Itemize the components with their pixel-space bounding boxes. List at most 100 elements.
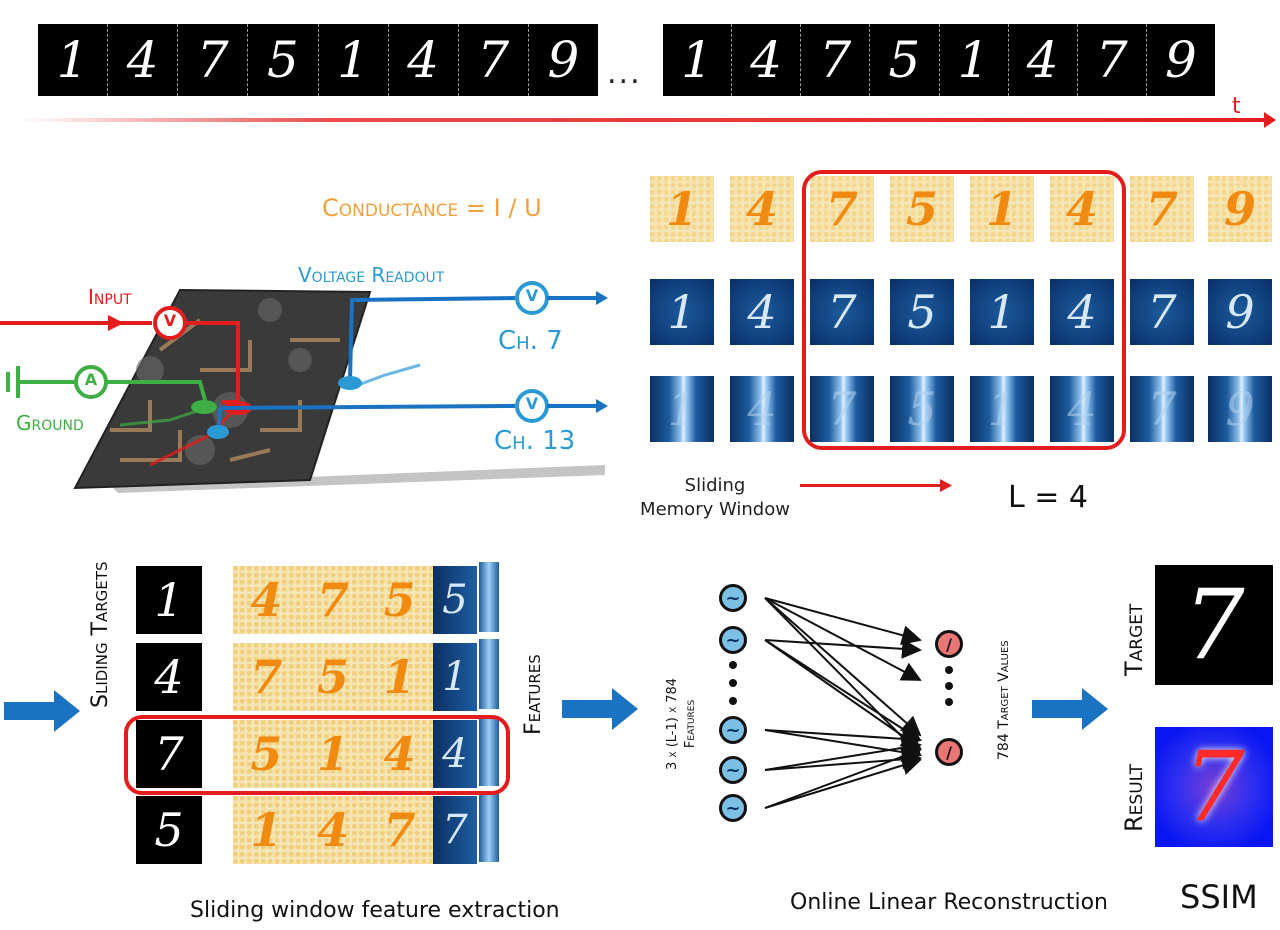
target-image: 7 [1155,565,1273,685]
input-neuron: ~ [719,794,747,822]
sequence-digit: 4 [732,24,802,96]
features-arrow [562,688,638,730]
feature-stripe-row [479,639,499,709]
features-label: Features [521,654,546,735]
sequence-digit: 4 [108,24,179,96]
memory-tile-voltage13: 5 [890,376,954,442]
input-neuron: ~ [719,626,747,654]
feature-digit: 1 [250,803,283,857]
memory-tile-voltage13: 1 [650,376,714,442]
memory-tile-conductance: 1 [970,176,1034,242]
network-connections [729,597,953,809]
memory-tile-voltage7: 5 [890,279,954,345]
sequence-digit: 5 [248,24,319,96]
memory-tile-voltage7: 9 [1208,279,1272,345]
sequence-digit: 4 [389,24,459,96]
feature-digit: 1 [383,650,416,704]
memory-tile-voltage7: 4 [1050,279,1114,345]
input-neuron: ~ [719,716,747,744]
feature-extraction-caption: Sliding window feature extraction [190,898,560,923]
sliding-window-arrow [800,479,952,492]
feature-digit: 5 [316,650,349,704]
device-plate [75,290,370,488]
conductance-label: Conductance = I / U [322,194,542,222]
output-neuron: / [935,738,963,766]
feature-voltage-row: 4 [433,720,477,788]
sequence-digit: 7 [178,24,249,96]
memory-tile-conductance: 4 [730,176,794,242]
sliding-targets-label: Sliding Targets [88,561,113,708]
sliding-target-image: 4 [136,643,202,711]
feature-digit: 5 [250,727,283,781]
window-length-label: L = 4 [1008,480,1089,515]
memory-window-frame [802,170,1126,450]
device-traces [110,318,340,462]
ch13-label: Ch. 13 [494,426,576,456]
ch7-label: Ch. 7 [498,326,563,356]
memory-tile-voltage13: 7 [810,376,874,442]
result-image: 7 [1155,727,1273,847]
ch13-voltmeter-symbol: V [525,394,539,413]
sequence-digit: 1 [940,24,1009,96]
sliding-memory-line1: Sliding [684,475,746,496]
memory-tile-voltage7: 7 [810,279,874,345]
sequence-digit: 9 [547,31,580,89]
sequence-digit: 5 [870,24,940,96]
feature-stripe-row [479,562,499,632]
voltage-readout-label: Voltage Readout [298,263,445,287]
feature-digit: 5 [383,573,416,627]
ch7-voltmeter-symbol: V [525,286,539,305]
output-neuron: / [935,630,963,658]
ammeter-symbol: A [84,370,98,389]
sliding-target-image: 7 [136,720,202,788]
input-label: Input [88,285,132,309]
memory-tile-voltage7: 1 [970,279,1034,345]
input-neuron: ~ [719,756,747,784]
network-output-label: 784 Target Values [996,640,1012,760]
input-neuron: ~ [719,584,747,612]
memory-tile-conductance: 5 [890,176,954,242]
feature-digit: 4 [383,727,416,781]
feature-stripe-row [479,716,499,786]
memory-tile-voltage7: 1 [650,279,714,345]
output-arrow [1032,688,1108,730]
memory-tile-conductance: 7 [1130,176,1194,242]
feature-digit: 4 [250,573,283,627]
sliding-memory-line2: Memory Window [640,499,790,520]
input-arrow [4,690,80,732]
feature-voltage-row: 7 [433,796,477,864]
memory-tile-voltage13: 1 [970,376,1034,442]
result-label: Result [1120,763,1148,832]
device-shadow [110,465,605,493]
device-schematic [0,281,608,493]
sliding-memory-label: Sliding Memory Window [640,474,790,522]
feature-stripe-row [479,792,499,862]
ground-label: Ground [16,411,84,435]
memory-tile-conductance: 9 [1208,176,1272,242]
time-label: t [1232,94,1241,119]
input-voltmeter-symbol: V [163,311,177,330]
sequence-digit: 1 [38,24,109,96]
memory-tile-voltage13: 4 [730,376,794,442]
feature-voltage-row: 5 [433,566,477,634]
memory-tile-conductance: 1 [650,176,714,242]
network-input-line2: Features [683,699,698,749]
reconstruction-caption: Online Linear Reconstruction [790,890,1108,915]
memory-tile-voltage13: 9 [1208,376,1272,442]
feature-digit: 4 [316,803,349,857]
sequence-digit: 4 [1009,24,1078,96]
sequence-digit: 1 [319,24,389,96]
network-input-line1: 3 x (L-1) x 784 [665,677,680,770]
sequence-ellipsis: ... [607,56,642,91]
sliding-target-image: 1 [136,566,202,634]
feature-digit: 1 [316,727,349,781]
memory-tile-voltage13: 4 [1050,376,1114,442]
sequence-digit: 7 [801,24,871,96]
feature-digit: 7 [250,650,283,704]
